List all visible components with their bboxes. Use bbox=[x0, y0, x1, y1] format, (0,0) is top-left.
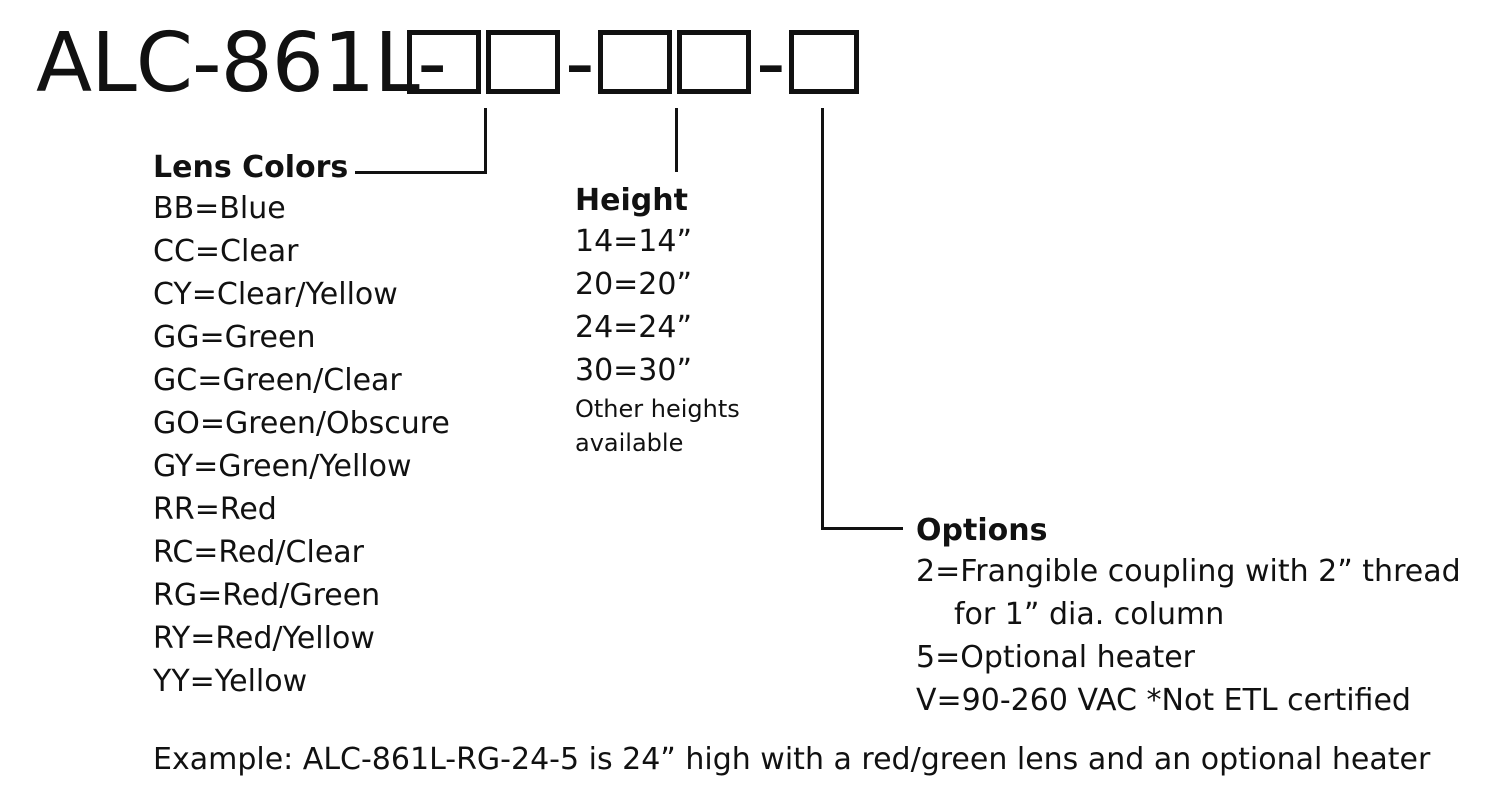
height-slot-1 bbox=[598, 30, 672, 94]
options-slot bbox=[789, 30, 859, 94]
option-item: 5=Optional heater bbox=[916, 640, 1196, 675]
height-note: available bbox=[575, 429, 684, 457]
example-text: Example: ALC-861L-RG-24-5 is 24” high wi… bbox=[153, 742, 1431, 777]
height-item: 30=30” bbox=[575, 353, 693, 388]
lens-color-item: BB=Blue bbox=[153, 191, 286, 226]
height-note: Other heights bbox=[575, 395, 740, 423]
option-item: V=90-260 VAC *Not ETL certified bbox=[916, 683, 1411, 718]
lens-color-item: GC=Green/Clear bbox=[153, 363, 402, 398]
separator-dash: - bbox=[756, 16, 786, 111]
options-title: Options bbox=[916, 513, 1048, 548]
lens-color-slot-1 bbox=[407, 30, 481, 94]
option-item: 2=Frangible coupling with 2” thread bbox=[916, 554, 1461, 589]
lens-color-item: CY=Clear/Yellow bbox=[153, 277, 398, 312]
height-item: 24=24” bbox=[575, 310, 693, 345]
lens-color-slot-2 bbox=[486, 30, 560, 94]
height-item: 20=20” bbox=[575, 267, 693, 302]
height-title: Height bbox=[575, 183, 688, 218]
lens-color-item: GY=Green/Yellow bbox=[153, 449, 412, 484]
height-item: 14=14” bbox=[575, 224, 693, 259]
lens-colors-group: Lens Colors BB=Blue CC=Clear CY=Clear/Ye… bbox=[153, 149, 450, 703]
part-number-prefix: ALC-861L- bbox=[36, 16, 447, 111]
lens-color-item: RG=Red/Green bbox=[153, 578, 381, 613]
lens-color-item: YY=Yellow bbox=[153, 664, 308, 699]
options-leader-horizontal bbox=[821, 527, 903, 530]
lens-color-item: RC=Red/Clear bbox=[153, 535, 364, 570]
height-group: Height 14=14” 20=20” 24=24” 30=30” Other… bbox=[575, 182, 740, 460]
option-item-continuation: for 1” dia. column bbox=[954, 597, 1225, 632]
height-slot-2 bbox=[677, 30, 751, 94]
lens-color-item: GO=Green/Obscure bbox=[153, 406, 450, 441]
options-leader-vertical bbox=[821, 108, 824, 530]
height-leader-vertical bbox=[675, 108, 678, 172]
lens-colors-leader-horizontal bbox=[355, 171, 487, 174]
separator-dash: - bbox=[565, 16, 595, 111]
lens-colors-leader-vertical bbox=[484, 108, 487, 174]
options-group: Options 2=Frangible coupling with 2” thr… bbox=[916, 512, 1461, 722]
lens-colors-title: Lens Colors bbox=[153, 150, 349, 185]
lens-color-item: CC=Clear bbox=[153, 234, 299, 269]
lens-color-item: RY=Red/Yellow bbox=[153, 621, 375, 656]
lens-color-item: RR=Red bbox=[153, 492, 277, 527]
lens-color-item: GG=Green bbox=[153, 320, 316, 355]
